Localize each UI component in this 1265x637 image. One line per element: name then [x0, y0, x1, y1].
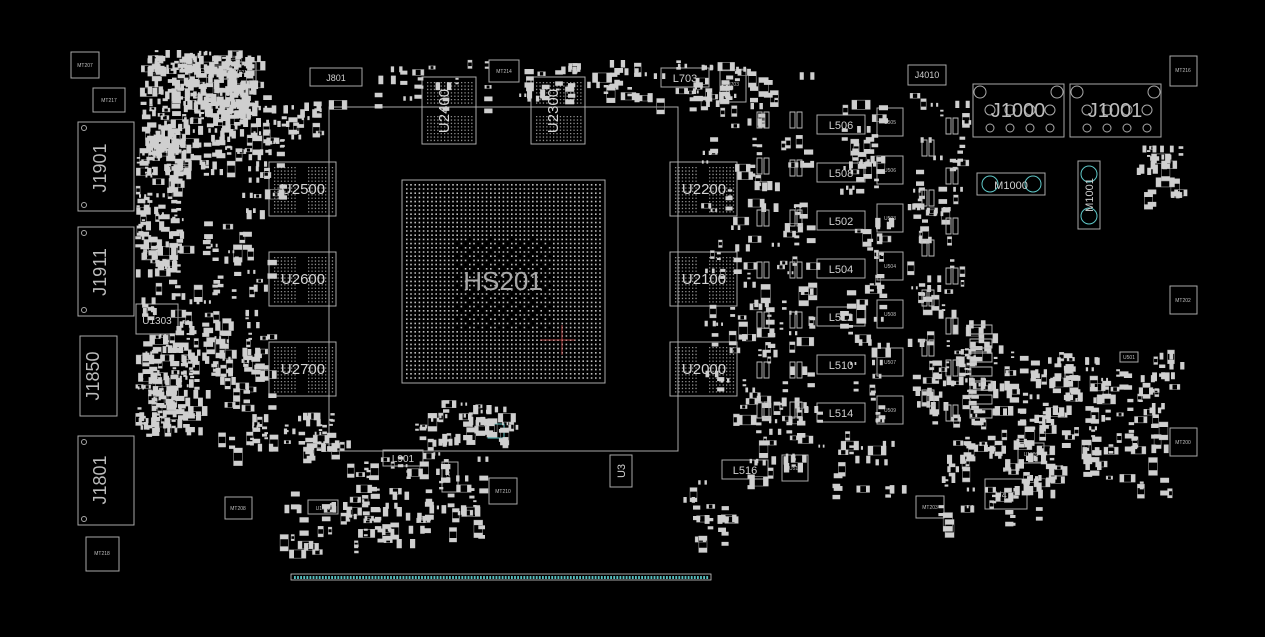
pcie-edge-connector — [290, 573, 712, 581]
mount-mt202: MT202 — [1169, 285, 1198, 315]
svg-text:L504: L504 — [829, 264, 853, 276]
connector-j1850: J1850 — [79, 335, 118, 417]
left-connectors: J1901 J1911 J1850 J1801 — [77, 121, 135, 526]
m1001: M1001 — [1077, 160, 1101, 230]
memory-u2600: U2600 — [268, 251, 337, 307]
memory-chips: U2500 U2600 U2700 U2200 U2100 U2000 U240… — [268, 76, 738, 397]
part-u1303: U1303 — [135, 303, 179, 335]
svg-text:MT203: MT203 — [922, 505, 938, 511]
m1000: M1000 — [976, 172, 1046, 196]
svg-text:L510: L510 — [829, 360, 853, 372]
part-u501: U501 — [1119, 351, 1139, 363]
svg-text:U2200: U2200 — [682, 181, 726, 198]
svg-text:J1901: J1901 — [90, 143, 110, 192]
svg-text:U479: U479 — [995, 490, 1017, 500]
svg-text:U2700: U2700 — [281, 361, 325, 378]
svg-text:L508: L508 — [829, 168, 853, 180]
connector-j1901: J1901 — [77, 121, 135, 212]
svg-text:J1911: J1911 — [90, 248, 110, 296]
svg-text:U505: U505 — [884, 120, 896, 126]
inductor-l510: L510 — [816, 354, 866, 375]
gpu-label: HS201 — [463, 266, 543, 296]
svg-text:J1801: J1801 — [90, 455, 110, 504]
svg-text:L703: L703 — [673, 73, 697, 85]
svg-text:U507: U507 — [884, 360, 896, 366]
svg-text:U510: U510 — [789, 466, 801, 472]
j4010: J4010 — [907, 64, 947, 86]
svg-text:U703: U703 — [727, 82, 739, 88]
mount-mt210: MT210 — [488, 477, 518, 505]
connector-j1911: J1911 — [77, 226, 135, 317]
memory-u2500: U2500 — [268, 161, 337, 217]
svg-text:MT202: MT202 — [1175, 298, 1191, 304]
svg-text:L506: L506 — [829, 120, 853, 132]
mount-mt218: MT218 — [85, 536, 120, 572]
connector-j1001: J1001 — [1069, 83, 1162, 138]
memory-u2000: U2000 — [669, 341, 738, 397]
svg-text:U506: U506 — [884, 168, 896, 174]
svg-text:MT212: MT212 — [234, 70, 250, 76]
svg-text:U2400: U2400 — [436, 89, 453, 133]
inductor-l516: L516 — [721, 459, 769, 480]
part-u1002: U1002 — [307, 499, 339, 515]
svg-text:U3: U3 — [616, 464, 628, 478]
svg-text:J1850: J1850 — [83, 351, 103, 400]
svg-text:J801: J801 — [326, 73, 346, 83]
memory-u2300: U2300 — [530, 76, 586, 145]
part-u479: U479 — [984, 478, 1028, 510]
svg-text:MT210: MT210 — [495, 489, 511, 495]
svg-text:U2600: U2600 — [281, 271, 325, 288]
svg-text:MT200: MT200 — [1175, 440, 1191, 446]
svg-text:L514: L514 — [829, 408, 853, 420]
mount-mt216: MT216 — [1169, 55, 1198, 87]
svg-text:MT208: MT208 — [230, 506, 246, 512]
svg-text:U509: U509 — [884, 408, 896, 414]
svg-text:U2100: U2100 — [682, 271, 726, 288]
part-u3: U3 — [609, 454, 633, 488]
mount-mt217: MT217 — [92, 87, 126, 113]
mount-mt214: MT214 — [488, 59, 520, 83]
svg-text:MT214: MT214 — [496, 69, 512, 75]
power-connectors: J1000 J1001 M1000 M1001 J4010 — [907, 64, 1162, 230]
svg-text:J4010: J4010 — [915, 70, 940, 80]
svg-text:M1000: M1000 — [994, 180, 1028, 192]
svg-text:MT217: MT217 — [101, 98, 117, 104]
mount-mt207: MT207 — [70, 51, 100, 79]
svg-text:U508: U508 — [884, 312, 896, 318]
svg-text:MT218: MT218 — [94, 551, 110, 557]
part-j801: J801 — [309, 67, 363, 87]
cursor-marker — [540, 325, 575, 355]
misc-labeled-parts: U3 U1303 U479 J801 U1001 MT207 MT217 MT2… — [70, 51, 1198, 572]
mount-mt203: MT203 — [915, 495, 945, 519]
inductor-l502: L502 — [816, 210, 866, 231]
gpu-package[interactable]: HS201 — [328, 106, 679, 452]
svg-text:J1001: J1001 — [1088, 100, 1143, 122]
svg-text:U1303: U1303 — [142, 316, 172, 327]
mount-mt200: MT200 — [1169, 427, 1198, 457]
svg-text:U920: U920 — [446, 471, 452, 483]
svg-text:U2300: U2300 — [545, 89, 562, 133]
memory-u2700: U2700 — [268, 341, 337, 397]
connector-j1801: J1801 — [77, 435, 135, 526]
svg-text:U2000: U2000 — [682, 361, 726, 378]
svg-text:J1000: J1000 — [991, 100, 1046, 122]
connector-j1000: J1000 — [972, 83, 1065, 138]
svg-text:L502: L502 — [829, 216, 853, 228]
svg-text:M1001: M1001 — [1084, 178, 1096, 212]
svg-text:U1002: U1002 — [316, 506, 331, 512]
memory-u2100: U2100 — [669, 251, 738, 307]
svg-text:U2500: U2500 — [281, 181, 325, 198]
inductor-l508: L508 — [816, 162, 866, 183]
svg-text:L516: L516 — [733, 465, 757, 477]
smd-components — [135, 50, 1188, 559]
inductor-l514: L514 — [816, 402, 866, 423]
svg-text:MT216: MT216 — [1175, 68, 1191, 74]
svg-text:MT207: MT207 — [77, 63, 93, 69]
mount-mt208: MT208 — [224, 496, 253, 520]
svg-text:U501: U501 — [1123, 355, 1135, 361]
svg-text:U504: U504 — [884, 264, 896, 270]
inductor-l504: L504 — [816, 258, 866, 279]
